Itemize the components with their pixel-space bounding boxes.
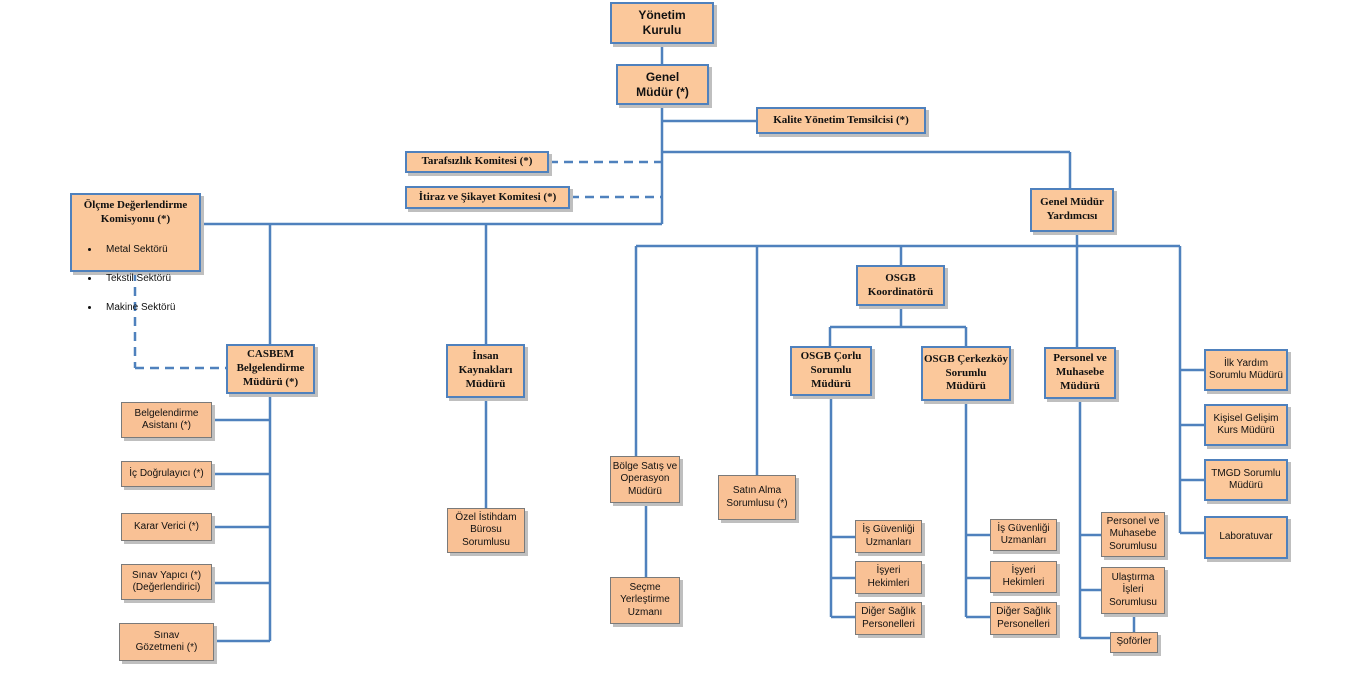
node-olcme-degerlendirme-komisyonu: Ölçme Değerlendirme Komisyonu (*) Metal …: [70, 193, 201, 313]
node-cerkezkoy-is-guvenligi-uzmanlari: İş Güvenliği Uzmanları: [990, 519, 1057, 551]
node-yonetim-kurulu: Yönetim Kurulu: [610, 2, 714, 44]
node-ozel-istihdam-burosu-sorumlusu: Özel İstihdam Bürosu Sorumlusu: [447, 508, 525, 553]
node-bolge-satis-operasyon-muduru: Bölge Satış ve Operasyon Müdürü: [610, 456, 680, 503]
node-soforler: Şoförler: [1110, 632, 1158, 653]
node-tmgd-sorumlu-muduru: TMGD Sorumlu Müdürü: [1204, 459, 1288, 501]
node-ilk-yardim-sorumlu-muduru: İlk Yardım Sorumlu Müdürü: [1204, 349, 1288, 391]
sector-item: Makine Sektörü: [100, 300, 199, 315]
node-belgelendirme-asistani: Belgelendirme Asistanı (*): [121, 402, 212, 438]
node-kalite-yonetim-temsilcisi: Kalite Yönetim Temsilcisi (*): [756, 107, 926, 134]
node-karar-verici: Karar Verici (*): [121, 513, 212, 541]
sector-item: Metal Sektörü: [100, 242, 199, 257]
node-genel-mudur-yardimcisi: Genel Müdür Yardımcısı: [1030, 188, 1114, 232]
node-cerkezkoy-isyeri-hekimleri: İşyeri Hekimleri: [990, 561, 1057, 593]
node-tarafsizlik-komitesi: Tarafsızlık Komitesi (*): [405, 151, 549, 173]
node-corlu-diger-saglik-personelleri: Diğer Sağlık Personelleri: [855, 602, 922, 635]
node-corlu-isyeri-hekimleri: İşyeri Hekimleri: [855, 561, 922, 594]
olcme-sector-list: Metal Sektörü Tekstil Sektörü Makine Sek…: [72, 229, 199, 329]
node-osgb-corlu-sorumlu-muduru: OSGB Çorlu Sorumlu Müdürü: [790, 346, 872, 396]
node-itiraz-sikayet-komitesi: İtiraz ve Şikayet Komitesi (*): [405, 186, 570, 209]
node-personel-muhasebe-sorumlusu: Personel ve Muhasebe Sorumlusu: [1101, 512, 1165, 557]
node-cerkezkoy-diger-saglik-personelleri: Diğer Sağlık Personelleri: [990, 602, 1057, 635]
olcme-title: Ölçme Değerlendirme Komisyonu (*): [83, 199, 188, 225]
node-ic-dogrulayici: İç Doğrulayıcı (*): [121, 461, 212, 487]
node-kisisel-gelisim-kurs-muduru: Kişisel Gelişim Kurs Müdürü: [1204, 404, 1288, 446]
node-osgb-koordinatoru: OSGB Koordinatörü: [856, 265, 945, 306]
node-genel-mudur: Genel Müdür (*): [616, 64, 709, 105]
node-sinav-gozetmeni: Sınav Gözetmeni (*): [119, 623, 214, 661]
node-casbem-belgelendirme-muduru: CASBEM Belgelendirme Müdürü (*): [226, 344, 315, 394]
node-corlu-is-guvenligi-uzmanlari: İş Güvenliği Uzmanları: [855, 520, 922, 553]
node-insan-kaynaklari-muduru: İnsan Kaynakları Müdürü: [446, 344, 525, 398]
node-personel-muhasebe-muduru: Personel ve Muhasebe Müdürü: [1044, 347, 1116, 399]
node-secme-yerlestirme-uzmani: Seçme Yerleştirme Uzmanı: [610, 577, 680, 624]
node-osgb-cerkezkoy-sorumlu-muduru: OSGB Çerkezköy Sorumlu Müdürü: [921, 346, 1011, 401]
node-sinav-yapici: Sınav Yapıcı (*) (Değerlendirici): [121, 564, 212, 600]
sector-item: Tekstil Sektörü: [100, 271, 199, 286]
node-ulastirma-isleri-sorumlusu: Ulaştırma İşleri Sorumlusu: [1101, 567, 1165, 614]
node-laboratuvar: Laboratuvar: [1204, 516, 1288, 559]
node-satin-alma-sorumlusu: Satın Alma Sorumlusu (*): [718, 475, 796, 520]
